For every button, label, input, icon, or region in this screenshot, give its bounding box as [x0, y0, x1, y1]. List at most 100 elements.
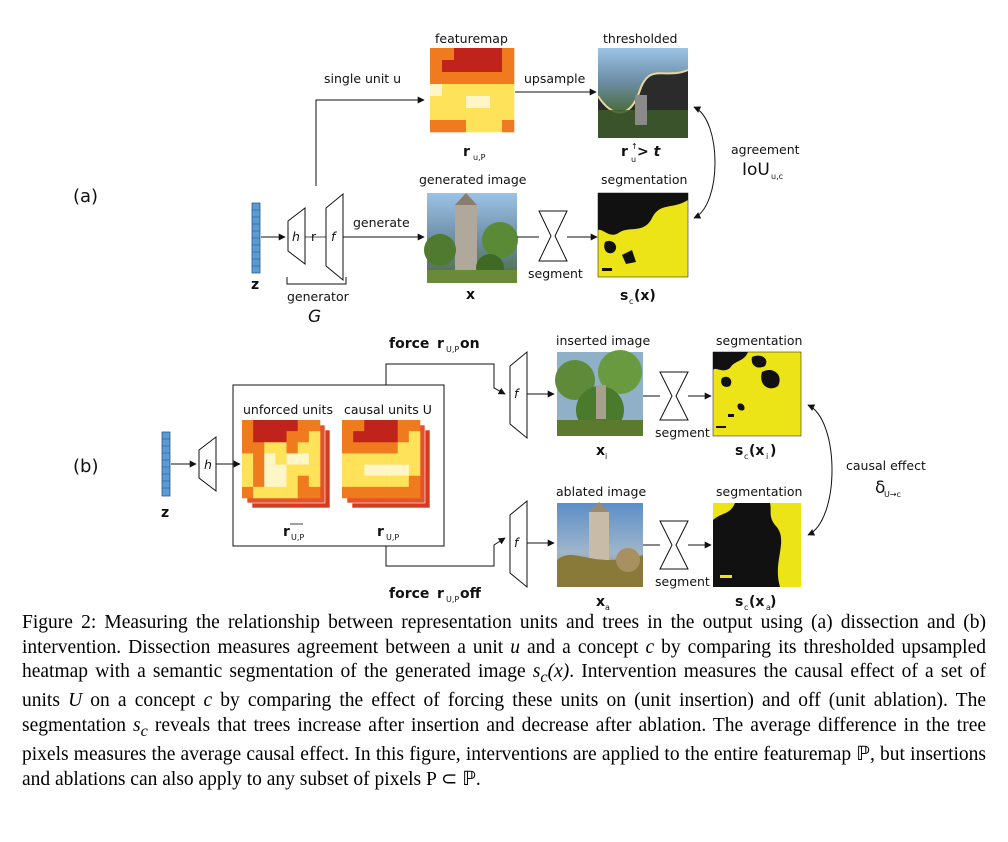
panel-a-label: (a)	[73, 186, 98, 207]
force-on-tail: on	[460, 336, 480, 352]
segment-label-ablate: segment	[655, 574, 710, 589]
causal-units-title: causal units U	[344, 402, 432, 417]
caption-part-1: Figure 2: Measuring the relationship bet…	[22, 612, 986, 658]
s-xa-close: )	[770, 594, 776, 610]
force-off-tail: off	[460, 586, 482, 602]
s-xi-sub: c	[744, 452, 748, 461]
r-thresh-sub: u	[631, 155, 636, 164]
r-up-subscript: u,P	[473, 153, 486, 162]
f-symbol-insert: f	[514, 386, 520, 401]
force-off-r: r	[437, 586, 444, 602]
figure-caption: Figure 2: Measuring the relationship bet…	[22, 611, 986, 792]
f-symbol-a: f	[331, 229, 337, 244]
r-unforced-sub: U,P	[291, 533, 304, 542]
upsample-label: upsample	[524, 71, 586, 86]
s-xi-inner-sub: i	[766, 452, 768, 461]
ablated-image	[557, 502, 643, 587]
inserted-image-title: inserted image	[556, 333, 650, 348]
r-symbol-a: r	[311, 229, 317, 244]
s-xa-symbol: s	[735, 594, 743, 610]
caption-part-4: . Intervention measures the causal effec…	[22, 661, 986, 712]
unforced-featuremap	[242, 420, 331, 509]
delta-symbol: δ	[875, 478, 885, 498]
s-xa-open: (x	[749, 594, 764, 610]
x-a-sub: a	[605, 603, 610, 610]
caption-part-7: reveals that trees increase after insert…	[22, 714, 986, 790]
caption-s1: s	[532, 661, 541, 682]
r-causal-sub: U,P	[386, 533, 399, 542]
force-on-sub: U,P	[446, 345, 459, 354]
single-unit-label: single unit u	[324, 71, 401, 86]
f-symbol-ablate: f	[514, 535, 520, 550]
caption-part-3: by comparing its thresholded upsampled h…	[22, 636, 986, 683]
s-arg-a: (x)	[634, 288, 656, 304]
ablated-image-title: ablated image	[556, 484, 646, 499]
segmenter-icon-ablate	[659, 520, 689, 570]
segmentation-map-insert	[712, 351, 802, 437]
caption-part-5: on a concept	[82, 690, 204, 712]
force-off-label: force	[389, 586, 429, 602]
s-symbol-a: s	[620, 288, 628, 304]
force-on-r: r	[437, 336, 444, 352]
caption-part-2: and a concept	[519, 636, 646, 658]
s-sub-a: c	[629, 297, 633, 306]
panel-b-label: (b)	[73, 456, 98, 477]
generator-bracket	[286, 277, 347, 285]
r-unforced-symbol: r	[283, 524, 290, 540]
generator-label: generator	[287, 289, 350, 304]
iou-label: IoU	[742, 160, 770, 180]
h-symbol-a: h	[292, 229, 300, 244]
segmenter-icon-insert	[659, 371, 689, 421]
caption-U: U	[68, 690, 83, 712]
s-xa-inner-sub: a	[766, 603, 771, 610]
caption-part-6: by comparing the effect of forcing these…	[22, 690, 986, 736]
h-block-b	[198, 435, 217, 493]
generator-h-block	[287, 206, 306, 266]
segment-label-a: segment	[528, 266, 583, 281]
h-symbol-b: h	[204, 457, 212, 472]
agreement-label: agreement	[731, 142, 800, 157]
segmenter-icon-a	[538, 210, 568, 262]
force-off-sub: U,P	[446, 595, 459, 604]
caption-s2-sub: c	[140, 721, 148, 740]
generator-f-block	[325, 192, 344, 282]
caption-c: c	[645, 636, 655, 658]
delta-sub: U→c	[884, 490, 901, 499]
generated-image-title: generated image	[419, 172, 527, 187]
r-up-symbol: r	[463, 144, 470, 160]
z-label-a: z	[251, 277, 259, 293]
causal-effect-label: causal effect	[846, 458, 926, 473]
segmentation-title-insert: segmentation	[716, 333, 802, 348]
r-thresh-sup: ↑	[631, 142, 638, 151]
segmentation-map-a	[597, 192, 689, 278]
thresholded-title: thresholded	[603, 31, 678, 46]
z-label-b: z	[161, 505, 169, 521]
causal-effect-arrow	[807, 404, 833, 536]
caption-s1-sub: c	[540, 667, 548, 686]
latent-vector-a	[251, 202, 261, 274]
generate-label: generate	[353, 215, 410, 230]
caption-c2: c	[203, 690, 213, 712]
f-block-insert	[509, 350, 528, 440]
segmentation-title-a: segmentation	[601, 172, 687, 187]
x-i-sub: i	[605, 452, 607, 461]
featuremap-title: featuremap	[435, 31, 508, 46]
generated-image	[424, 193, 518, 283]
r-thresh-symbol: r	[621, 144, 628, 160]
inserted-image	[555, 350, 643, 436]
caption-s1-arg: (x)	[547, 661, 570, 682]
caption-u: u	[510, 636, 520, 658]
unforced-units-title: unforced units	[243, 402, 333, 417]
featuremaps-box	[232, 384, 445, 547]
r-causal-symbol: r	[377, 524, 384, 540]
iou-sub: u,c	[771, 172, 783, 181]
segmentation-map-ablate	[713, 503, 801, 587]
causal-featuremap	[342, 420, 431, 509]
force-on-label: force	[389, 336, 429, 352]
x-i-symbol: x	[596, 443, 605, 459]
s-xa-sub: c	[744, 603, 748, 610]
agreement-arrow	[693, 106, 716, 219]
segment-label-insert: segment	[655, 425, 710, 440]
r-thresh-tail: > t	[637, 144, 662, 160]
generator-symbol: G	[308, 307, 321, 327]
